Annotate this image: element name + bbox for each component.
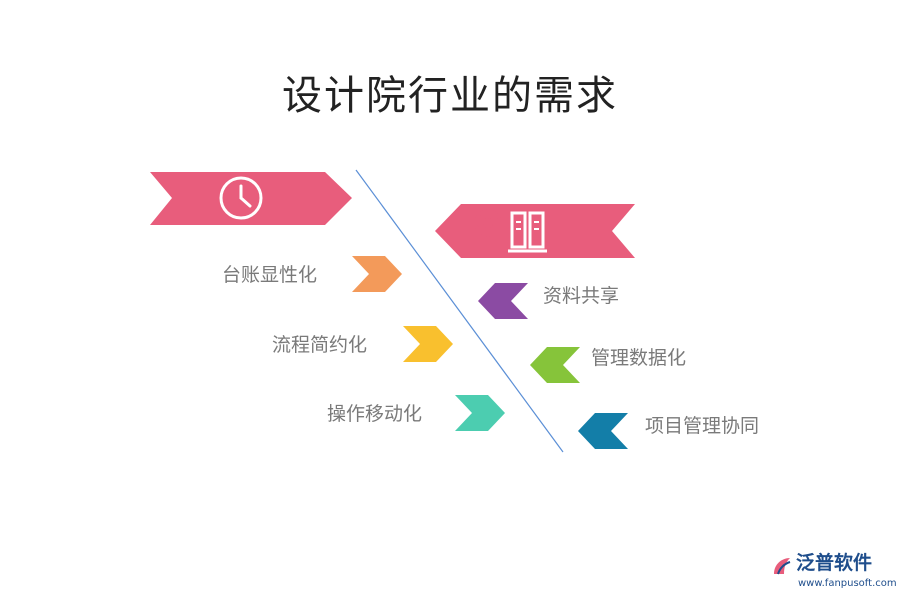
left-header-banner — [150, 172, 352, 225]
right-chevron-1 — [478, 283, 528, 319]
book-icon — [508, 211, 547, 253]
label-data-driven-management: 管理数据化 — [591, 347, 687, 369]
left-chevron-1 — [352, 256, 402, 292]
left-chevron-2 — [403, 326, 453, 362]
brand-logo: 泛普软件 www.fanpusoft.com — [770, 552, 897, 596]
right-chevron-2 — [530, 347, 580, 383]
clock-icon — [219, 176, 263, 220]
brand-url: www.fanpusoft.com — [798, 578, 897, 589]
right-chevron-3 — [578, 413, 628, 449]
right-header-banner — [435, 204, 635, 258]
label-mobile-operation: 操作移动化 — [326, 403, 422, 425]
watermark-logo-mark — [474, 209, 502, 237]
label-project-collaboration: 项目管理协同 — [645, 415, 760, 437]
page-title: 设计院行业的需求 — [282, 73, 618, 119]
label-ledger-visibility: 台账显性化 — [221, 264, 317, 286]
label-data-sharing: 资料共享 — [543, 285, 620, 307]
divider-line — [355, 169, 564, 453]
left-chevron-3 — [455, 395, 505, 431]
brand-name: 泛普软件 — [796, 552, 873, 574]
brand-mark-icon — [774, 558, 791, 575]
label-process-simplification: 流程简约化 — [271, 334, 367, 356]
